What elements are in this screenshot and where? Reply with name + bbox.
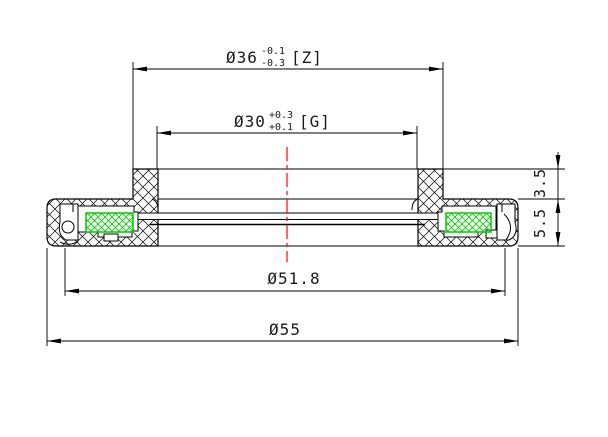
dim36-ref: [Z] bbox=[291, 48, 323, 67]
dim30-value: Ø30 bbox=[234, 112, 266, 131]
dim-inner-flange bbox=[156, 126, 418, 169]
dim-outer-diameter bbox=[46, 248, 519, 346]
magnet-left bbox=[85, 212, 134, 233]
seal-cross-section bbox=[46, 168, 519, 247]
dim-groove-diameter bbox=[64, 248, 506, 296]
right-lip-detail bbox=[496, 203, 517, 241]
dim36-value: Ø36 bbox=[226, 48, 258, 67]
dim518-label: Ø51.8 bbox=[267, 269, 320, 288]
magnet-right bbox=[445, 212, 492, 233]
bore-edges bbox=[158, 168, 418, 247]
dim-inner-flange-label: Ø30 +0.3 +0.1 [G] bbox=[234, 110, 331, 133]
dim30-tol-lower: +0.1 bbox=[269, 122, 293, 133]
dim55-label: Ø55 bbox=[269, 320, 301, 339]
dim-outer-flange-label: Ø36 -0.1 -0.3 [Z] bbox=[226, 46, 323, 69]
dim-outer-flange bbox=[132, 62, 444, 169]
dim36-tol-upper: -0.1 bbox=[261, 46, 285, 57]
dim30-tol-upper: +0.3 bbox=[269, 110, 293, 121]
dim36-tol-lower: -0.3 bbox=[261, 58, 285, 69]
dim-heights bbox=[443, 152, 565, 247]
dim55h-label: 5.5 bbox=[531, 208, 549, 238]
dim35-label: 3.5 bbox=[531, 168, 549, 198]
metal-web bbox=[137, 198, 441, 226]
dim30-ref: [G] bbox=[299, 112, 331, 131]
